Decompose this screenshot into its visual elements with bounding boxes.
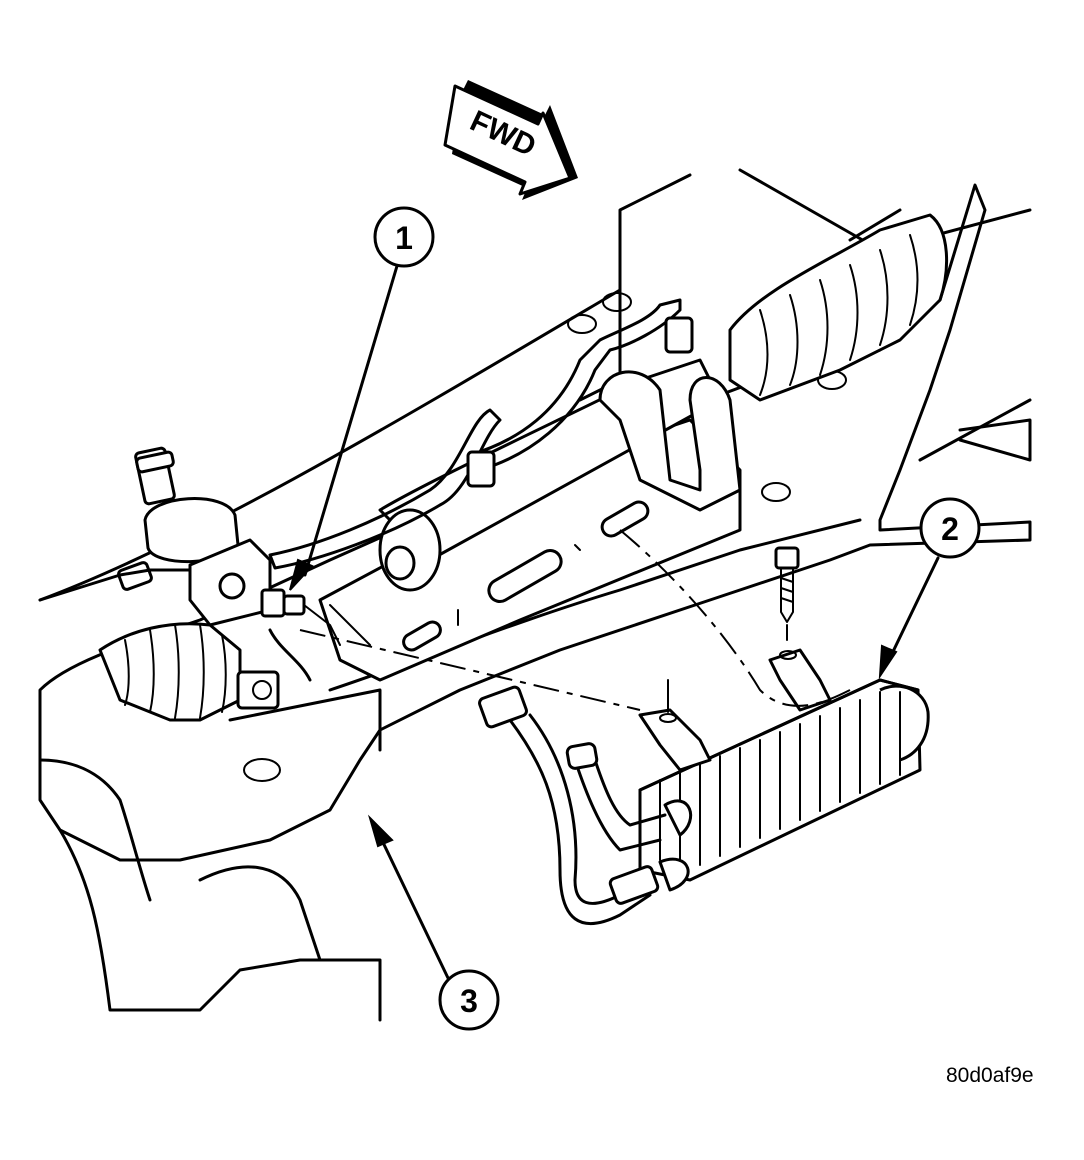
right-bellows-boot bbox=[728, 213, 949, 402]
callout-2: 2 bbox=[919, 497, 981, 559]
dashed-leader bbox=[299, 629, 641, 711]
callout-1: 1 bbox=[373, 206, 435, 268]
fwd-direction-arrow: FWD bbox=[443, 80, 578, 200]
callout-2-leader-arrow bbox=[878, 556, 940, 680]
steering-valve-body bbox=[134, 446, 312, 710]
callout-2-line bbox=[879, 527, 921, 531]
callout-3: 3 bbox=[438, 969, 500, 1031]
callout-3-label: 3 bbox=[460, 983, 478, 1019]
hydraulic-lines bbox=[38, 298, 694, 602]
mounting-bolt bbox=[774, 546, 800, 641]
cooler-mounting-bracket bbox=[638, 648, 832, 772]
power-steering-cooler bbox=[638, 678, 930, 882]
callout-1-leader-arrow bbox=[289, 264, 399, 591]
callout-1-label: 1 bbox=[395, 220, 413, 256]
cooler-hoses bbox=[478, 685, 693, 926]
figure-reference-code: 80d0af9e bbox=[946, 1064, 1034, 1087]
callout-3-leader-arrow bbox=[367, 814, 450, 980]
callout-2-label: 2 bbox=[941, 511, 959, 547]
left-bellows-boot bbox=[98, 622, 242, 722]
alignment-centerline bbox=[619, 529, 851, 707]
